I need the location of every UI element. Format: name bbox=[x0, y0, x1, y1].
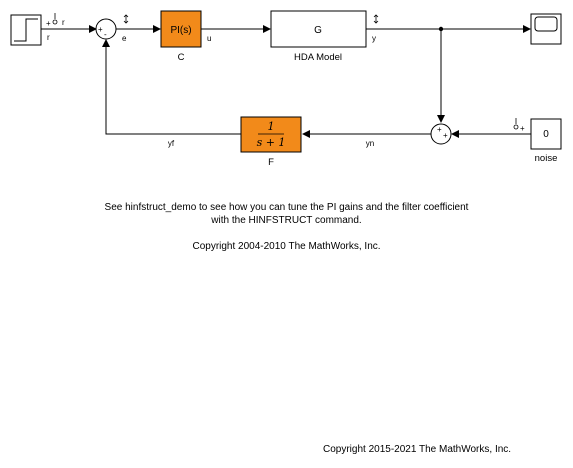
controller-inner-text: PI(s) bbox=[170, 25, 191, 36]
footer-copyright: Copyright 2015-2021 The MathWorks, Inc. bbox=[323, 444, 512, 455]
step-block[interactable] bbox=[10, 14, 42, 46]
sum1-plus-sign: + bbox=[98, 25, 103, 34]
step-port-label: r bbox=[47, 33, 50, 42]
scope-block[interactable] bbox=[530, 13, 562, 45]
plant-label: HDA Model bbox=[294, 52, 342, 63]
note-line-2: with the HINFSTRUCT command. bbox=[211, 215, 362, 226]
sum-block-1[interactable]: + - bbox=[95, 18, 117, 40]
signal-e-marker-icon bbox=[123, 14, 129, 24]
signal-r-label: r bbox=[62, 18, 65, 27]
noise-label: noise bbox=[535, 153, 558, 164]
signal-y-label: y bbox=[372, 34, 376, 43]
controller-label: C bbox=[178, 52, 185, 63]
noise-block[interactable]: 0 bbox=[530, 118, 562, 150]
note-line-1: See hinfstruct_demo to see how you can t… bbox=[104, 202, 469, 213]
note-copyright: Copyright 2004-2010 The MathWorks, Inc. bbox=[192, 241, 381, 252]
sum1-minus-sign: - bbox=[104, 30, 107, 39]
noise-port-marker-icon: + bbox=[513, 118, 525, 133]
filter-numerator: 1 bbox=[268, 120, 275, 133]
signal-e-label: e bbox=[122, 34, 127, 43]
step-port-marker-icon: + bbox=[46, 13, 58, 28]
sum-block-2[interactable]: + + bbox=[430, 123, 452, 145]
sum2-right-sign: + bbox=[443, 131, 448, 140]
signal-u-label: u bbox=[207, 34, 211, 43]
signal-yf-label: yf bbox=[168, 139, 175, 148]
plant-inner-text: G bbox=[314, 25, 322, 36]
svg-text:+: + bbox=[46, 19, 51, 28]
controller-block[interactable]: PI(s) bbox=[160, 10, 202, 48]
step-icon bbox=[14, 18, 38, 42]
signal-yn-label: yn bbox=[366, 139, 374, 148]
plant-block[interactable]: G bbox=[270, 10, 367, 48]
scope-icon bbox=[534, 16, 558, 32]
svg-text:+: + bbox=[520, 124, 525, 133]
signal-line-yf[interactable] bbox=[102, 39, 241, 135]
noise-inner-text: 0 bbox=[543, 129, 549, 140]
filter-block[interactable]: 1 s + 1 bbox=[240, 116, 302, 153]
signal-y-marker-icon bbox=[373, 14, 379, 24]
sum2-top-sign: + bbox=[437, 125, 442, 134]
filter-label: F bbox=[268, 157, 274, 168]
filter-denominator: s + 1 bbox=[257, 136, 286, 149]
